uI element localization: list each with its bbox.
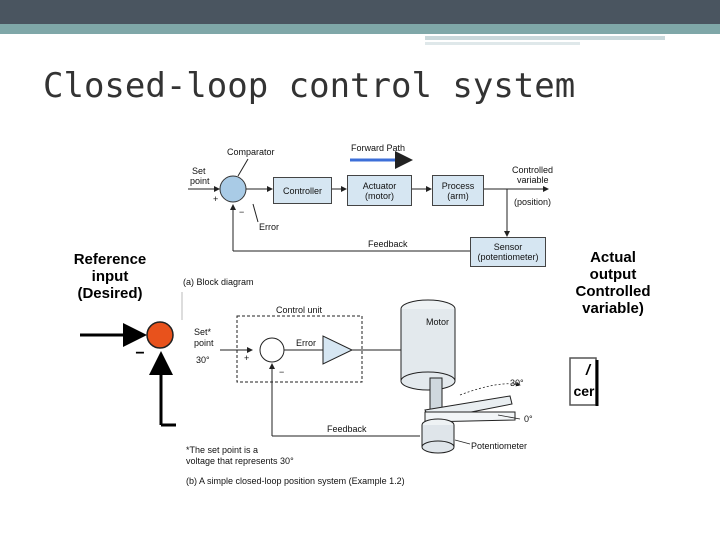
set-point-b-label-1: Set* (194, 327, 212, 337)
reference-input-label: Reference input (Desired) (60, 251, 160, 302)
plus-b-sign: + (244, 353, 250, 363)
actuator-label-2: (motor) (365, 190, 394, 201)
forward-path-label: Forward Path (351, 143, 406, 153)
cut-box-text-2: cer (573, 383, 595, 399)
sensor-label-1: Sensor (493, 242, 523, 252)
controller-label: Controller (282, 185, 322, 196)
angle-set-label: 30° (196, 355, 210, 365)
header-highlight (425, 36, 665, 40)
block-diagram-caption: (a) Block diagram (183, 277, 254, 287)
feedback-label: Feedback (368, 239, 408, 249)
controlled-variable-label-2: variable (517, 175, 549, 185)
minus-overlay: − (135, 345, 145, 362)
header-accent (0, 24, 720, 34)
actual-output-line-1: Actual (590, 249, 636, 266)
reference-input-line-2: input (91, 268, 129, 285)
actuator-label-1: Actuator (362, 180, 397, 191)
actual-output-line-4: variable) (582, 300, 644, 317)
minus-b-sign: − (279, 367, 285, 377)
sensor-box: Sensor (potentiometer) (470, 237, 546, 267)
process-label-1: Process (441, 180, 475, 191)
angle-0-label: 0° (524, 414, 533, 424)
actual-output-line-3: Controlled (575, 283, 651, 300)
reference-input-line-3: (Desired) (77, 285, 143, 302)
header-highlight-2 (425, 42, 580, 45)
cut-box-text-1: / (585, 362, 591, 379)
note-line-2: voltage that represents 30° (186, 456, 294, 466)
set-point-b-label-2: point (194, 338, 214, 348)
minus-sign: − (239, 207, 245, 217)
feedback-b-label: Feedback (327, 424, 367, 434)
actual-output-line-2: output (589, 266, 637, 283)
process-label-2: (arm) (447, 190, 469, 201)
position-label: (position) (514, 197, 552, 207)
actuator-box: Actuator (motor) (347, 175, 412, 206)
slide-title: Closed-loop control system (43, 66, 576, 106)
potentiometer-label: Potentiometer (471, 441, 528, 451)
sensor-label-2: (potentiometer) (477, 252, 539, 262)
set-point-label-1: Set (192, 166, 206, 176)
controller-box: Controller (273, 177, 332, 204)
comparator-label: Comparator (227, 147, 275, 157)
note-line-1: *The set point is a (186, 445, 259, 455)
error-label: Error (259, 222, 279, 232)
reference-input-line-1: Reference (73, 251, 147, 268)
motor-label: Motor (426, 317, 450, 327)
header-bar (0, 0, 720, 24)
process-box: Process (arm) (432, 175, 484, 206)
control-unit-label: Control unit (276, 305, 323, 315)
angle-30-label: 30° (510, 378, 524, 388)
controlled-variable-label-1: Controlled (512, 165, 554, 175)
plus-sign: + (213, 194, 219, 204)
position-system-caption: (b) A simple closed-loop position system… (186, 476, 405, 486)
error-b-label: Error (296, 338, 316, 348)
set-point-label-2: point (190, 176, 210, 186)
actual-output-label: Actual output Controlled variable) (566, 249, 660, 317)
